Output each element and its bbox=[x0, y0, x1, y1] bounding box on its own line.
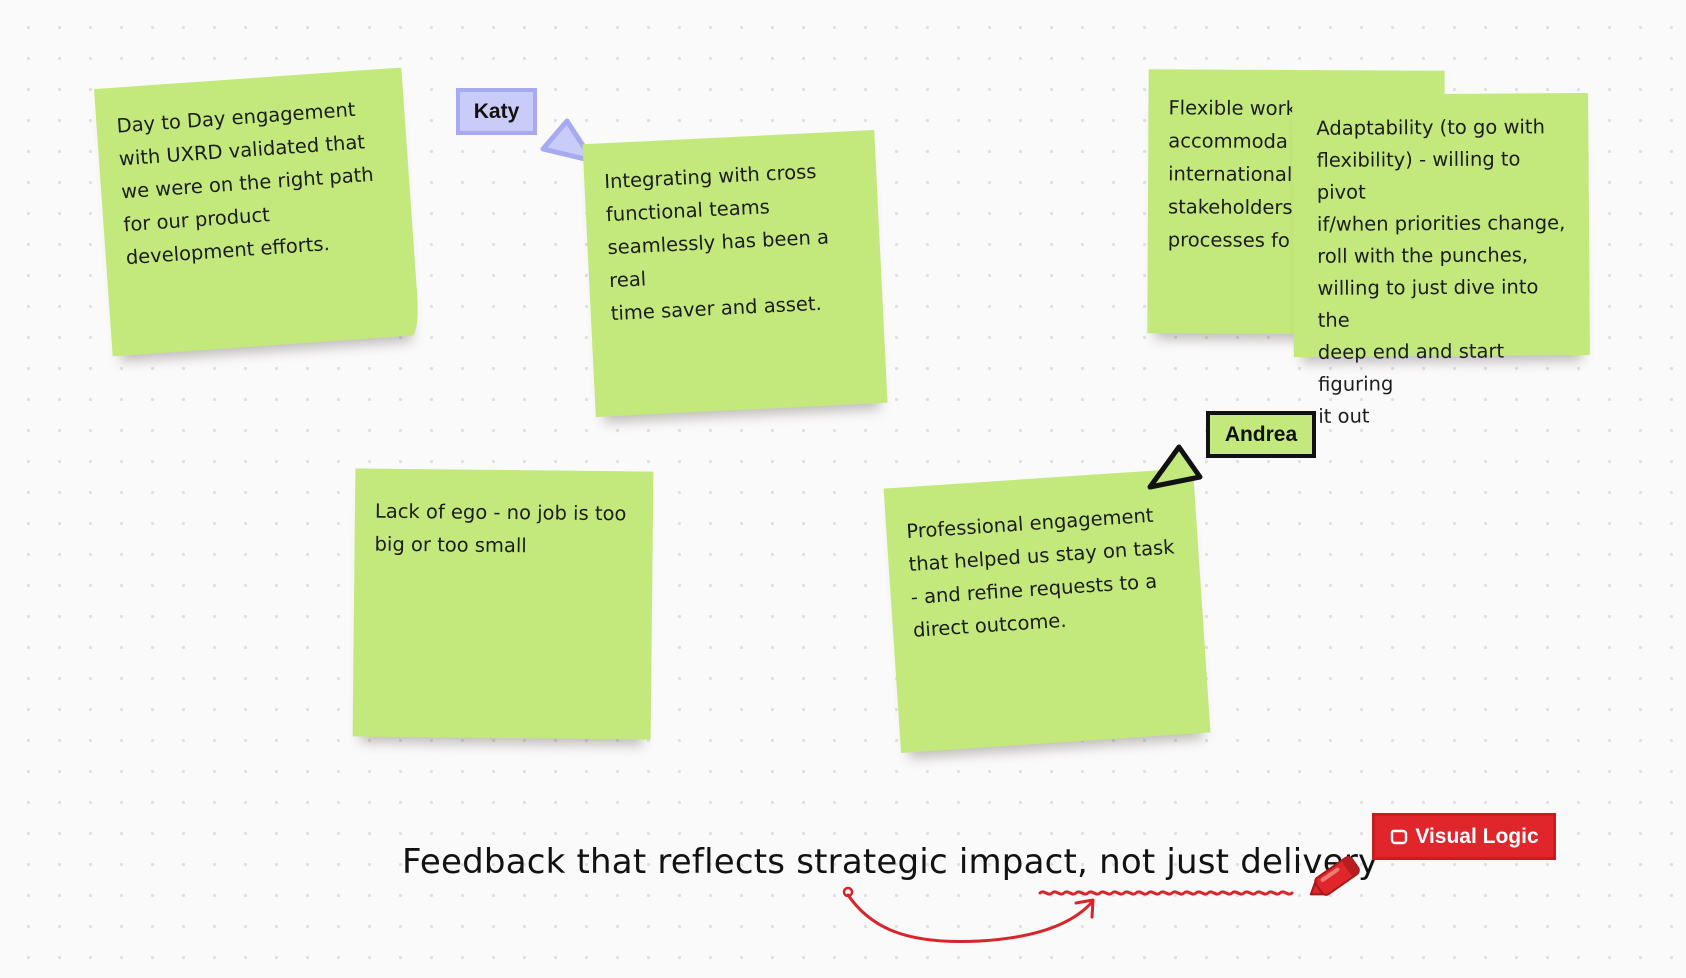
cursor-label-katy: Katy bbox=[456, 88, 537, 135]
sticky-note[interactable]: Lack of ego - no job is too big or too s… bbox=[352, 468, 654, 740]
cursor-label-andrea: Andrea bbox=[1206, 411, 1316, 458]
sticky-note[interactable]: Professional engagement that helped us s… bbox=[883, 468, 1211, 753]
sticky-note-text: Lack of ego - no job is too big or too s… bbox=[374, 499, 627, 558]
collaborator-cursor-icon bbox=[1147, 444, 1203, 490]
red-marker-icon bbox=[1309, 856, 1360, 896]
visual-logic-logo-icon bbox=[1391, 829, 1408, 844]
annotation-underline-arrow bbox=[842, 886, 1294, 944]
sticky-note-text: Integrating with cross functional teams … bbox=[603, 159, 830, 326]
sticky-note[interactable]: Day to Day engagement with UXRD validate… bbox=[94, 67, 420, 357]
sticky-note[interactable]: Integrating with cross functional teams … bbox=[582, 130, 888, 417]
sticky-note[interactable]: Adaptability (to go with flexibility) - … bbox=[1292, 92, 1590, 428]
caption-text: Feedback that reflects strategic impact,… bbox=[402, 842, 1379, 882]
brand-label: Visual Logic bbox=[1415, 824, 1539, 848]
sticky-note-text: Adaptability (to go with flexibility) - … bbox=[1316, 115, 1566, 428]
sticky-note-text: Professional engagement that helped us s… bbox=[905, 503, 1176, 642]
collaborator-cursor-icon bbox=[540, 118, 596, 164]
brand-badge[interactable]: Visual Logic bbox=[1372, 813, 1556, 860]
sticky-note-text: Day to Day engagement with UXRD validate… bbox=[115, 97, 375, 270]
